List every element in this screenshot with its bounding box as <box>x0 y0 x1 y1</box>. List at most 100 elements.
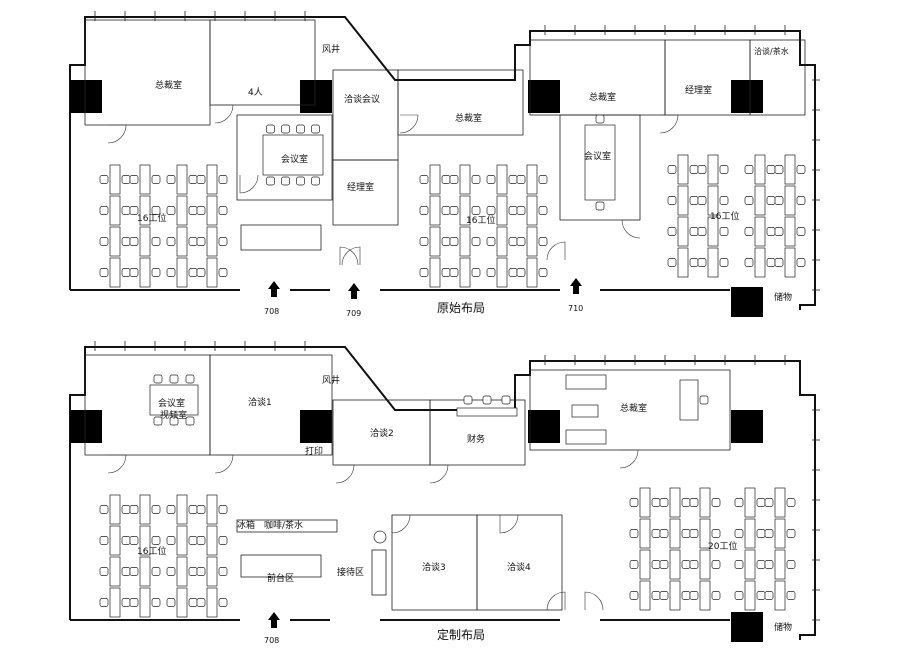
room-label-20-desks: 20工位 <box>708 540 737 552</box>
chair <box>756 529 766 538</box>
desk <box>459 226 471 257</box>
chair <box>538 206 548 215</box>
door-swing <box>107 124 127 144</box>
chair <box>121 598 131 607</box>
desk <box>206 226 218 257</box>
chair <box>711 529 721 538</box>
chair <box>719 258 729 267</box>
chair <box>501 395 511 405</box>
chair <box>129 206 139 215</box>
desk <box>176 164 188 195</box>
desk <box>677 154 689 185</box>
desk <box>744 487 756 518</box>
desk <box>176 587 188 618</box>
plan-walls <box>69 11 820 642</box>
room-tea <box>749 39 806 116</box>
chair <box>196 598 206 607</box>
chair <box>659 591 669 600</box>
chair <box>185 374 195 384</box>
chair <box>697 196 707 205</box>
chair <box>508 268 518 277</box>
desk <box>139 556 151 587</box>
chair <box>129 237 139 246</box>
chair <box>711 591 721 600</box>
chair <box>719 165 729 174</box>
chair <box>681 591 691 600</box>
room-label-16-desks-1: 16工位 <box>137 212 166 224</box>
chair <box>764 529 774 538</box>
chair <box>419 175 429 184</box>
chair <box>196 268 206 277</box>
door-swing <box>214 454 234 474</box>
chair <box>651 529 661 538</box>
desk <box>744 580 756 611</box>
room-label-finance: 财务 <box>467 433 485 445</box>
structural-column <box>731 287 763 317</box>
chair <box>786 591 796 600</box>
desk <box>707 216 719 247</box>
door-swing <box>341 246 361 266</box>
chair <box>218 237 228 246</box>
chair <box>311 176 320 186</box>
desk <box>139 494 151 525</box>
chair <box>441 175 451 184</box>
chair <box>796 165 806 174</box>
chair <box>121 505 131 514</box>
chair <box>516 268 526 277</box>
chair <box>188 206 198 215</box>
chair <box>659 529 669 538</box>
chair <box>538 175 548 184</box>
desk <box>784 247 796 278</box>
room-meeting-negotiation <box>332 69 399 161</box>
chair <box>766 227 776 236</box>
chair <box>681 529 691 538</box>
chair <box>744 196 754 205</box>
desk <box>206 587 218 618</box>
chair <box>218 268 228 277</box>
structural-column <box>300 80 332 113</box>
chair <box>218 206 228 215</box>
chair <box>756 498 766 507</box>
chair <box>719 227 729 236</box>
desk <box>496 226 508 257</box>
chair <box>764 498 774 507</box>
chair <box>129 505 139 514</box>
chair <box>471 268 481 277</box>
room-label-air-shaft: 风井 <box>322 43 340 55</box>
chair <box>449 268 459 277</box>
chair <box>188 536 198 545</box>
desk <box>669 549 681 580</box>
desk <box>429 195 441 226</box>
entrance-arrow <box>268 612 280 628</box>
pantry-counter <box>236 519 338 533</box>
chair <box>99 268 109 277</box>
chair <box>441 237 451 246</box>
chair <box>667 227 677 236</box>
chair <box>188 567 198 576</box>
room-meeting <box>236 114 333 201</box>
custom-layout-caption: 定制布局 <box>437 627 485 642</box>
room-label-meeting-3: 会议室 <box>158 397 185 409</box>
chair <box>764 560 774 569</box>
chair <box>766 258 776 267</box>
desk <box>109 195 121 226</box>
desk <box>139 587 151 618</box>
chair <box>196 206 206 215</box>
plan-furniture <box>99 114 806 618</box>
desk <box>677 185 689 216</box>
chair <box>774 196 784 205</box>
chair <box>538 268 548 277</box>
chair <box>449 206 459 215</box>
chair <box>766 165 776 174</box>
desk <box>699 580 711 611</box>
door-swing <box>621 219 641 239</box>
door-swing <box>214 104 234 124</box>
chair <box>311 124 320 134</box>
chair <box>734 560 744 569</box>
desk <box>699 487 711 518</box>
chair <box>711 498 721 507</box>
chair <box>689 498 699 507</box>
room-label-negotiation-3: 洽谈3 <box>422 561 446 573</box>
desk <box>639 487 651 518</box>
